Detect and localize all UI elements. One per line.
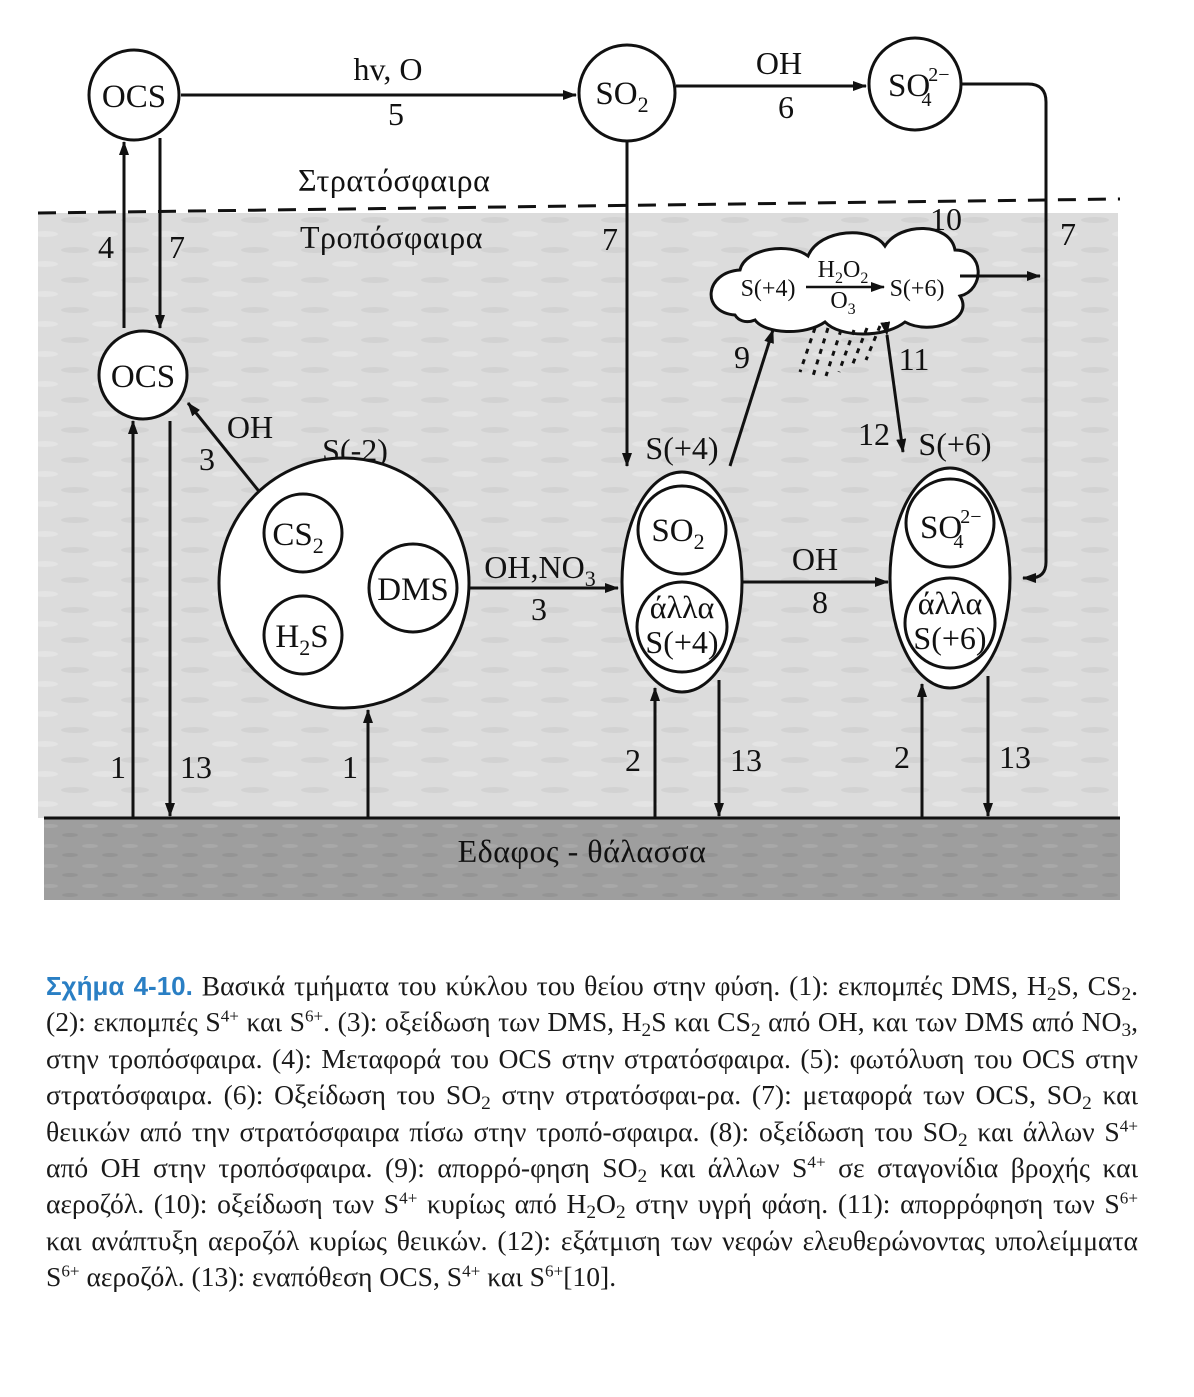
cs2-label: CS2 — [272, 517, 323, 558]
troposphere-label: Τροπόσφαιρα — [300, 219, 483, 255]
caption-text: Σχήμα 4-10. Βασικά τμήματα του κύκλου το… — [46, 970, 1139, 1293]
arrow-9-number: 9 — [734, 339, 750, 375]
so2-troposphere-node — [636, 484, 728, 576]
arrow-8-reagent: OH — [792, 541, 838, 577]
ground-label: Εδαφος - θάλασσα — [458, 833, 707, 869]
arrow-1-mid-number: 1 — [342, 749, 358, 785]
arrow-3-mid-reagent: OH,NO3 — [484, 549, 595, 591]
arrow-13-left-number: 13 — [180, 749, 212, 785]
ground-band — [44, 818, 1120, 900]
cloud-left-species: S(+4) — [741, 276, 796, 302]
arrow-1-left-number: 1 — [110, 749, 126, 785]
other-s4-line2: S(+4) — [645, 624, 718, 660]
rain-drops — [798, 325, 882, 377]
arrow-7-mid-number: 7 — [602, 221, 618, 257]
arrow-9 — [728, 329, 775, 467]
dms-label: DMS — [377, 572, 449, 608]
so4-stratosphere-node — [867, 36, 963, 132]
cloud-number: 10 — [930, 201, 962, 237]
cs2-node — [262, 492, 344, 574]
so4-troposphere-label: SO2−4 — [920, 506, 981, 553]
figure-caption: Σχήμα 4-10. Βασικά τμήματα του κύκλου το… — [46, 968, 1138, 1296]
cloud-shape — [709, 227, 980, 336]
tropopause-line — [37, 197, 1121, 215]
h2s-node — [262, 594, 344, 676]
arrow-5-reagent: hv, O — [353, 51, 422, 87]
so2-stratosphere-node — [577, 43, 677, 143]
arrow-7-left-number: 7 — [169, 229, 185, 265]
sulfur-cycle-diagram: Στρατόσφαιρα Τροπόσφαιρα Εδαφος - θάλασσ… — [37, 36, 1121, 900]
so4-stratosphere-label: SO2−4 — [888, 64, 949, 111]
arrow-3-oh-number: 3 — [199, 441, 215, 477]
s-plus6-title: S(+6) — [918, 426, 991, 462]
other-s4-line1: άλλα — [650, 589, 715, 625]
arrow-12-number: 12 — [858, 416, 890, 452]
cloud-top-reagent: H2O2 — [818, 257, 869, 287]
other-s6-node — [903, 576, 997, 670]
so2-stratosphere-label: SO2 — [595, 76, 648, 117]
so2-troposphere-label: SO2 — [651, 513, 704, 554]
arrow-6-number: 6 — [778, 89, 794, 125]
arrow-13-right-number: 13 — [999, 739, 1031, 775]
dms-node — [367, 542, 459, 634]
arrow-6-reagent: OH — [756, 45, 802, 81]
ocs-troposphere-label: OCS — [111, 359, 175, 395]
cloud-right-species: S(+6) — [890, 276, 945, 302]
arrow-8-number: 8 — [812, 584, 828, 620]
arrow-5-number: 5 — [388, 96, 404, 132]
arrow-3-mid-number: 3 — [531, 591, 547, 627]
arrow-2-right-number: 2 — [894, 739, 910, 775]
arrow-3-oh — [186, 402, 272, 506]
other-s6-line1: άλλα — [918, 585, 983, 621]
arrow-3-oh-reagent: OH — [227, 409, 273, 445]
other-s4-node — [635, 580, 729, 674]
cloud-bottom-reagent: O3 — [830, 288, 855, 318]
arrow-7-right — [962, 82, 1048, 583]
arrow-11-12 — [880, 321, 907, 453]
h2s-label: H2S — [275, 619, 328, 660]
arrow-11-number: 11 — [899, 341, 930, 377]
s-plus4-title: S(+4) — [645, 430, 718, 466]
other-s6-line2: S(+6) — [913, 620, 986, 656]
arrow-7-right-number: 7 — [1060, 216, 1076, 252]
arrow-4-number: 4 — [98, 229, 114, 265]
ocs-troposphere-node — [97, 329, 189, 421]
ocs-stratosphere-node — [87, 48, 181, 142]
so4-troposphere-node — [904, 477, 996, 569]
stratosphere-label: Στρατόσφαιρα — [298, 162, 490, 198]
caption-title: Σχήμα 4-10. — [46, 971, 193, 1001]
arrow-13-mid-number: 13 — [730, 742, 762, 778]
arrow-2-mid-number: 2 — [625, 742, 641, 778]
ocs-stratosphere-label: OCS — [102, 79, 166, 115]
